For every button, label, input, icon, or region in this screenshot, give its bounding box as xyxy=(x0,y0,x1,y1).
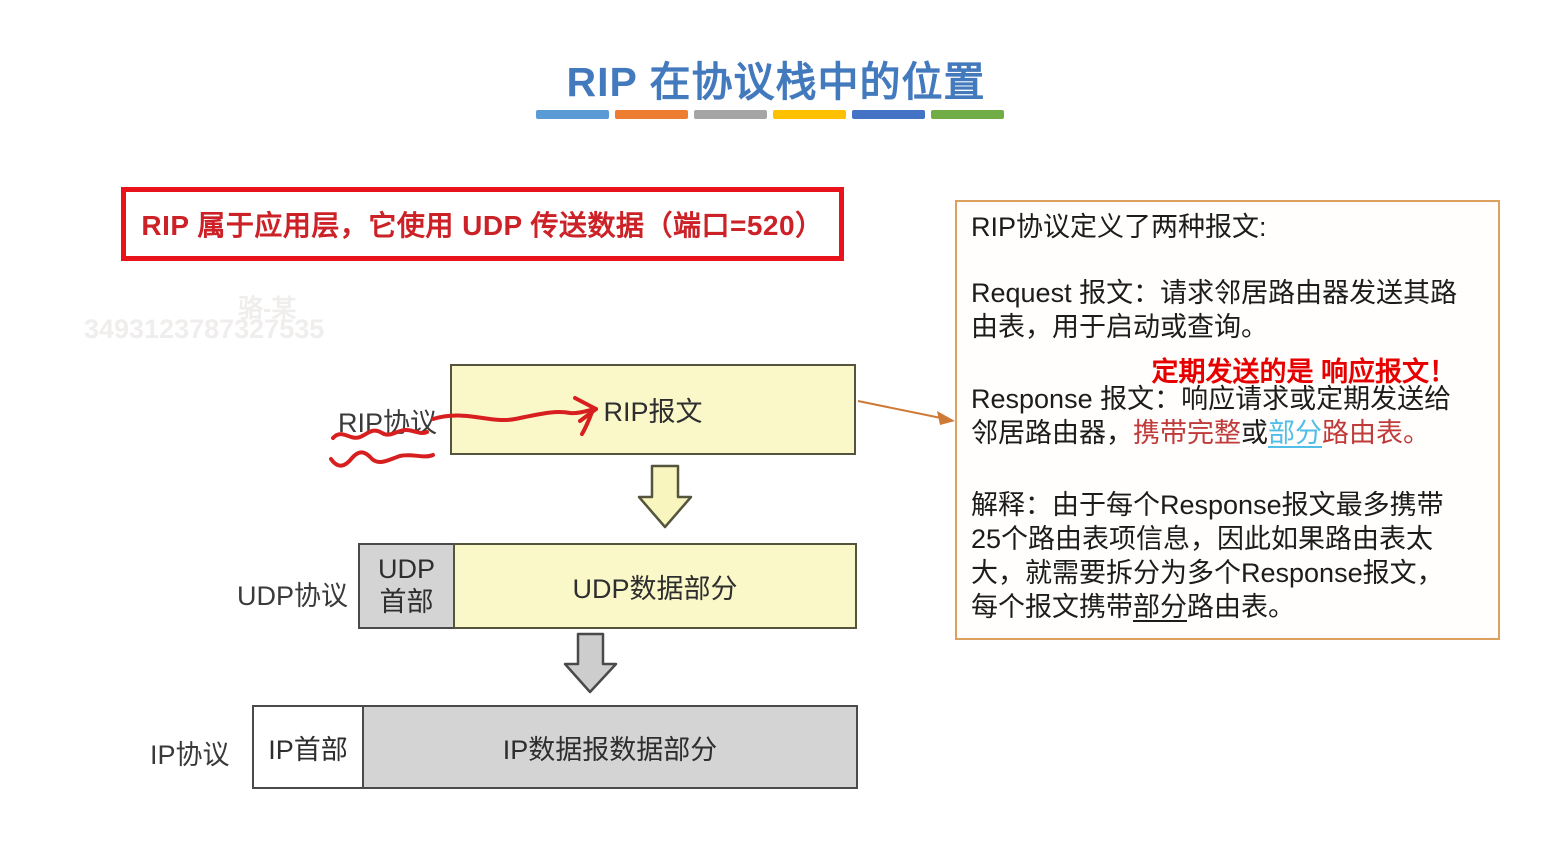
title-dash xyxy=(694,110,767,119)
udp-header-box-text: UDP 首部 xyxy=(377,554,435,617)
title-dash xyxy=(931,110,1004,119)
udp-header-box: UDP 首部 xyxy=(358,543,455,629)
udp-protocol-label: UDP协议 xyxy=(237,581,349,611)
panel-intro-text: RIP协议定义了两种报文: xyxy=(971,212,1267,242)
ip-protocol-label: IP协议 xyxy=(150,740,230,770)
rip-message-box: RIP报文 xyxy=(450,364,856,455)
yellow-down-arrow xyxy=(637,464,693,529)
explain-suffix: 路由表。 xyxy=(1187,592,1295,622)
udp-data-box: UDP数据部分 xyxy=(453,543,857,629)
ip-data-box-text: IP数据报数据部分 xyxy=(502,734,718,765)
response-prefix: Response 报文：响应请求或定期发送给 邻居路由器， xyxy=(971,384,1452,448)
explain-paragraph: 解释：由于每个Response报文最多携带 25个路由表项信息，因此如果路由表太… xyxy=(971,488,1493,624)
response-paragraph: Response 报文：响应请求或定期发送给 邻居路由器，携带完整或部分路由表。 xyxy=(971,382,1493,450)
title-dash xyxy=(773,110,846,119)
watermark-name: 骆-某 xyxy=(238,295,297,323)
ip-header-box-text: IP首部 xyxy=(268,734,348,765)
title-underline-dashes xyxy=(536,110,1006,120)
rip-message-box-text: RIP报文 xyxy=(603,397,703,427)
rip-protocol-label: RIP协议 xyxy=(338,408,438,438)
response-red-segment-2: 路由表。 xyxy=(1322,418,1430,448)
request-paragraph: Request 报文：请求邻居路由器发送其路 由表，用于启动或查询。 xyxy=(971,278,1458,342)
highlight-box: RIP 属于应用层，它使用 UDP 传送数据（端口=520） xyxy=(121,187,844,261)
gray-down-arrow xyxy=(563,632,618,694)
explain-prefix: 解释：由于每个Response报文最多携带 25个路由表项信息，因此如果路由表太… xyxy=(971,490,1444,622)
watermark-number: 3493123787327535 xyxy=(84,314,325,344)
response-blue-underlined-segment: 部分 xyxy=(1268,418,1322,448)
response-red-segment-1: 携带完整 xyxy=(1133,418,1241,448)
explain-underlined-segment: 部分 xyxy=(1133,592,1187,622)
ip-header-box: IP首部 xyxy=(252,705,364,789)
title-dash xyxy=(615,110,688,119)
response-mid-segment: 或 xyxy=(1241,418,1268,448)
ip-data-box: IP数据报数据部分 xyxy=(362,705,858,789)
udp-data-box-text: UDP数据部分 xyxy=(572,573,738,604)
page-title: RIP 在协议栈中的位置 xyxy=(566,59,986,105)
connector-arrow xyxy=(857,400,955,425)
title-dash xyxy=(536,110,609,119)
periodic-send-annotation: 定期发送的是 响应报文！ xyxy=(1151,357,1456,387)
highlight-box-text: RIP 属于应用层，它使用 UDP 传送数据（端口=520） xyxy=(141,210,824,241)
title-dash xyxy=(852,110,925,119)
info-panel: RIP协议定义了两种报文: Request 报文：请求邻居路由器发送其路 由表，… xyxy=(955,200,1500,640)
